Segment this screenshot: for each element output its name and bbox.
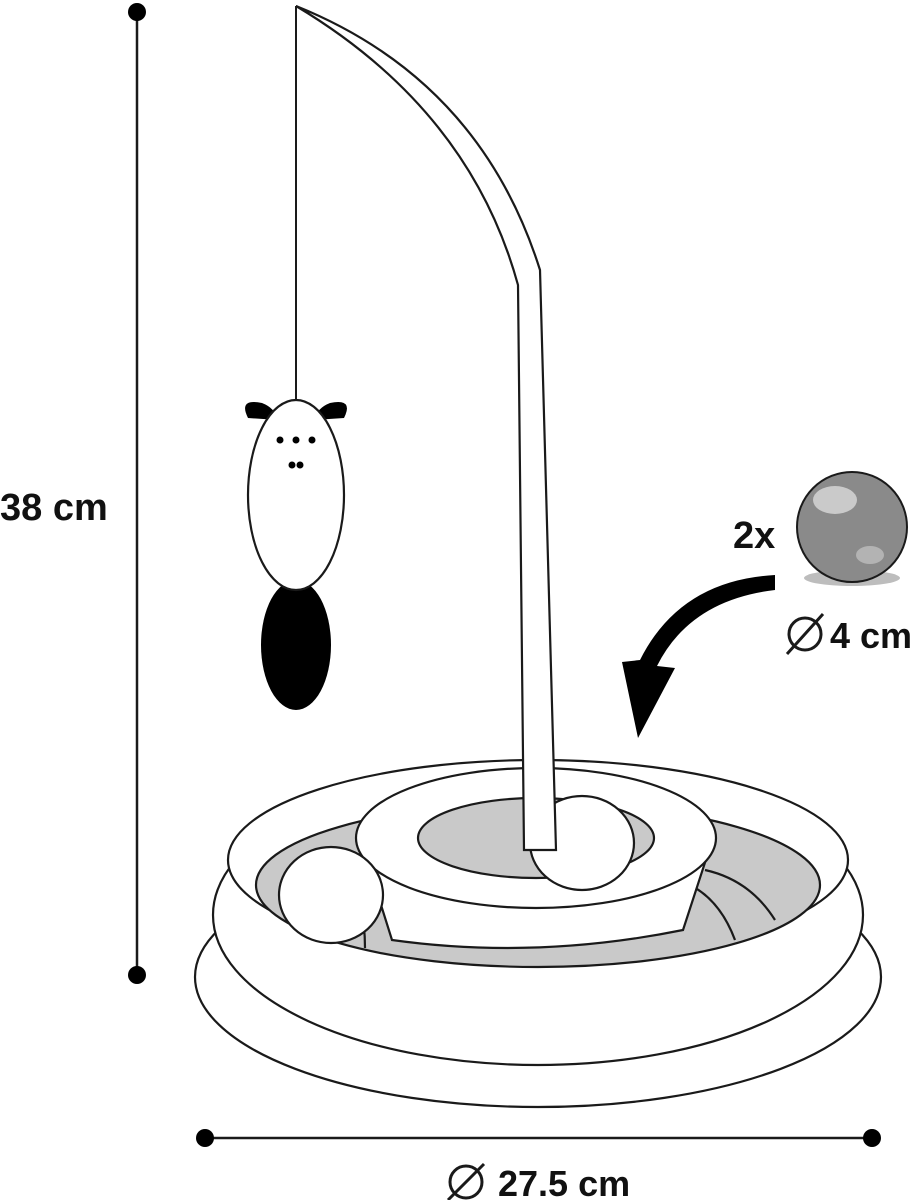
width-dimension-left-dot — [196, 1129, 214, 1147]
spare-ball-highlight — [813, 486, 857, 514]
toy-wand — [295, 4, 558, 852]
mouse-eye-right — [308, 436, 316, 444]
mouse-eye-center — [292, 436, 300, 444]
height-label: 38 cm — [0, 487, 108, 529]
width-dimension — [196, 1129, 881, 1147]
height-dimension — [128, 3, 146, 984]
mouse-body — [246, 398, 346, 592]
mouse-nose-right — [296, 461, 304, 469]
spare-ball-glint — [856, 546, 884, 564]
width-dimension-right-dot — [863, 1129, 881, 1147]
track-ball-left — [277, 845, 385, 945]
height-dimension-top-dot — [128, 3, 146, 21]
ball-diameter-label: 4 cm — [830, 615, 912, 656]
track-line-2 — [704, 868, 776, 921]
spare-ball — [796, 471, 908, 586]
mouse-nose-left — [288, 461, 296, 469]
mouse-toy — [245, 398, 347, 710]
toy-base — [193, 758, 883, 1109]
spare-ball-body — [796, 471, 908, 583]
insert-arrow — [622, 575, 775, 738]
diameter-label: 27.5 cm — [498, 1163, 630, 1200]
height-dimension-bottom-dot — [128, 966, 146, 984]
diameter-symbol-icon — [785, 612, 825, 656]
diameter-symbol-icon — [446, 1162, 486, 1200]
ball-count-label: 2x — [733, 515, 775, 557]
mouse-tail — [261, 580, 331, 710]
wand-pole — [295, 4, 558, 852]
mouse-eye-left — [276, 436, 284, 444]
